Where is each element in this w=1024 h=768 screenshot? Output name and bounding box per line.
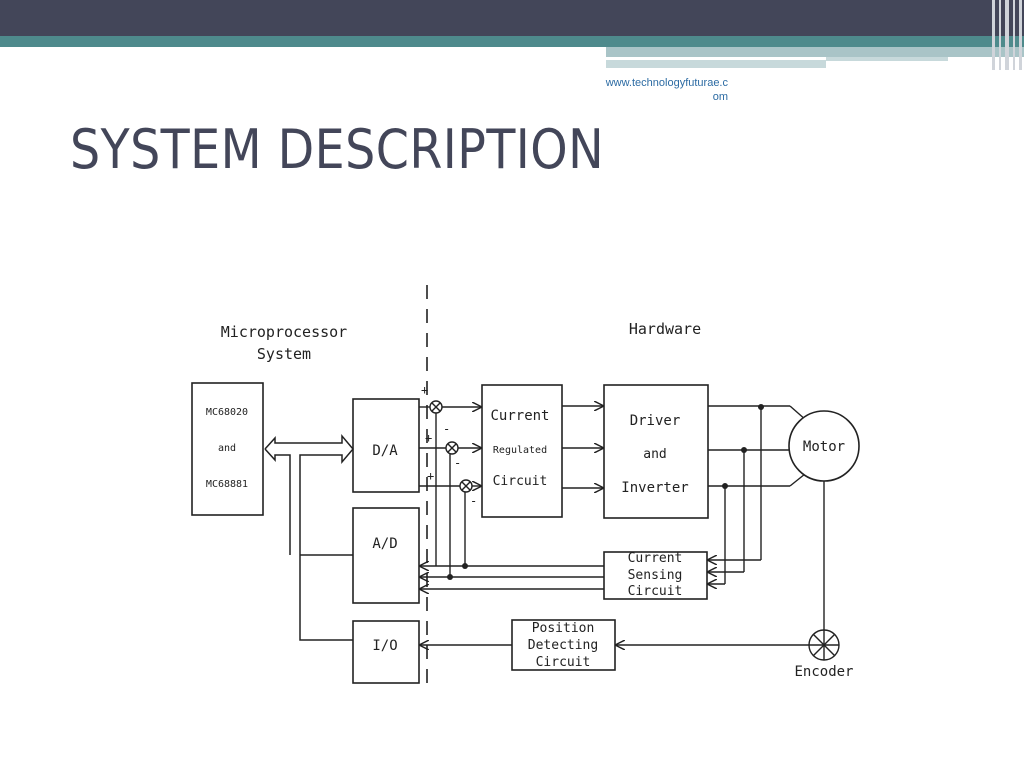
junction-sign-plus-3: + (427, 469, 434, 483)
header-bar (0, 0, 1024, 36)
regulator-output-lines (562, 406, 603, 488)
header-accent-strip-small (826, 57, 948, 61)
section-label-hardware: Hardware (629, 320, 701, 338)
junction-sign-plus-1: + (421, 383, 428, 397)
cpu-box (191, 382, 264, 516)
io-box (352, 620, 420, 684)
cpu-label-line1: MC68020 (206, 407, 248, 418)
data-bus-arrow (264, 433, 354, 641)
current-sensing-line2: Sensing (628, 568, 683, 583)
header-accent-bar (0, 36, 1024, 47)
junction-sign-plus-2: + (425, 431, 432, 445)
ad-box (352, 507, 420, 604)
position-line1: Position (532, 621, 595, 636)
current-sensing-box (603, 551, 708, 600)
cpu-label-line2: and (218, 443, 236, 454)
encoder-symbol (808, 629, 840, 661)
header-accent-strip (606, 47, 1024, 57)
cpu-label-line3: MC68881 (206, 479, 248, 490)
da-label: D/A (372, 443, 398, 459)
current-sensing-line1: Current (628, 551, 683, 566)
page-title: SYSTEM DESCRIPTION (70, 118, 605, 181)
io-label: I/O (372, 638, 397, 654)
ad-label: A/D (372, 536, 397, 552)
junction-sign-minus-2: - (454, 456, 461, 470)
da-output-lines (419, 407, 481, 486)
driver-line1: Driver (630, 413, 681, 429)
data-bus-arrow-lower (264, 448, 291, 555)
encoder-label: Encoder (794, 664, 853, 680)
driver-inverter-box (603, 384, 709, 519)
junction-sign-minus-1: - (443, 422, 450, 436)
current-regulated-line2: Regulated (493, 445, 547, 456)
section-label-microprocessor: Microprocessor (221, 323, 347, 341)
header-vertical-stripes (988, 0, 1024, 70)
website-url[interactable]: www.technologyfuturae.c om (560, 76, 728, 104)
website-url-line2: om (712, 91, 728, 103)
current-regulated-box (481, 384, 563, 518)
driver-line2: and (643, 447, 666, 462)
position-line3: Circuit (536, 655, 591, 670)
current-sensing-line3: Circuit (628, 584, 683, 599)
current-regulated-line1: Current (490, 408, 549, 424)
sensing-feed-lines (708, 407, 762, 584)
section-label-system: System (257, 345, 311, 363)
feedback-lines (420, 413, 604, 589)
website-url-line1: www.technologyfuturae.c (605, 77, 728, 89)
motor-label: Motor (803, 439, 845, 455)
position-line2: Detecting (528, 638, 598, 653)
junction-sign-minus-3: - (470, 494, 477, 508)
current-regulated-line3: Circuit (493, 474, 548, 489)
header-accent-strip-lower (606, 60, 826, 68)
driver-line3: Inverter (621, 480, 688, 496)
da-box (352, 398, 420, 493)
